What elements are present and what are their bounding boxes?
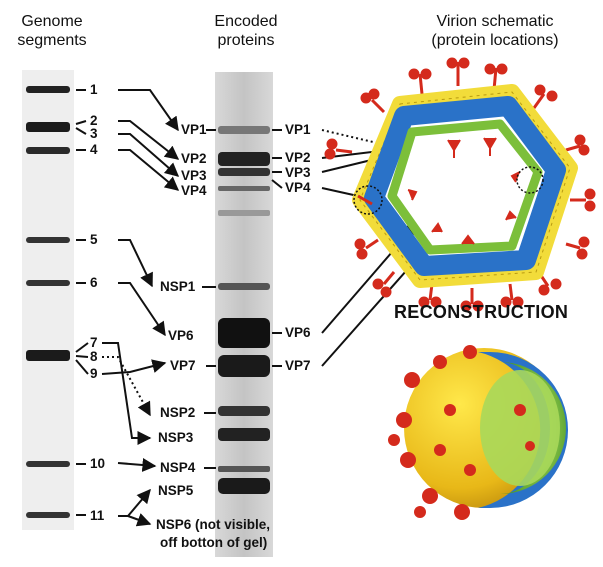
protein-label-right-vp2: VP2: [285, 150, 311, 165]
genome-gel-lane: [22, 70, 74, 530]
connector-11-nsp6: [127, 513, 152, 527]
protein-band: [218, 318, 270, 348]
connector-2-vp2: [118, 120, 180, 160]
encoded-header-line-1: Encoded: [214, 13, 278, 30]
genome-band: [26, 350, 70, 361]
segment-tick: [75, 359, 89, 375]
protein-label-vp1: VP1: [181, 122, 207, 137]
connector-5-nsp1: [118, 239, 153, 288]
protein-label-nsp3: NSP3: [158, 430, 194, 445]
protein-label-nsp6: NSP6 (not visible,: [156, 517, 271, 532]
connector-10-nsp4: [117, 458, 157, 472]
protein-label-nsp6-note: off botton of gel): [160, 535, 268, 550]
segment-ticks: [75, 89, 89, 516]
segment-label-1: 1: [90, 82, 98, 97]
protein-label-nsp4: NSP4: [160, 460, 196, 475]
segment-label-3: 3: [90, 126, 98, 141]
connector-8-nsp2: [102, 356, 151, 417]
genome-band: [26, 461, 70, 467]
protein-label-right-vp1: VP1: [285, 122, 311, 137]
protein-label-nsp1: NSP1: [160, 279, 196, 294]
protein-band: [218, 283, 270, 290]
protein-ticks: [202, 129, 283, 469]
genome-band: [26, 122, 70, 132]
segment-tick: [75, 355, 89, 358]
protein-band: [218, 428, 270, 441]
vp4-spikes: [324, 57, 596, 312]
genome-band: [26, 237, 70, 243]
reconstruction-label: RECONSTRUCTION: [394, 302, 569, 322]
segment-label-9: 9: [90, 366, 98, 381]
protein-band: [218, 406, 270, 416]
protein-label-right-vp4: VP4: [285, 180, 311, 195]
recon-green-core-inner: [480, 370, 560, 486]
genome-header-line-2: segments: [17, 32, 87, 49]
virion-header-line-2: (protein locations): [431, 32, 559, 49]
connector-9-vp7: [101, 359, 167, 375]
connector-3-vp3: [118, 133, 180, 177]
segment-label-6: 6: [90, 275, 98, 290]
virion-header-line-1: Virion schematic: [436, 13, 554, 30]
vp1-highlight-circle: [516, 166, 544, 194]
vp4-spike-sample: [357, 194, 373, 206]
protein-label-nsp2: NSP2: [160, 405, 196, 420]
segment-label-7: 7: [90, 335, 98, 350]
protein-label-vp2: VP2: [181, 151, 207, 166]
genome-band: [26, 280, 70, 286]
protein-gel-lane: [215, 72, 273, 557]
protein-label-vp3: VP3: [181, 168, 207, 183]
connector-11-nsp5: [118, 488, 151, 517]
protein-tick: [271, 179, 283, 189]
protein-label-vp4: VP4: [181, 183, 207, 198]
middle-capsid-vp6: [364, 96, 566, 276]
protein-label-nsp5: NSP5: [158, 483, 194, 498]
vp4-to-virion: [321, 187, 359, 197]
genome-header-line-1: Genome: [21, 13, 83, 30]
vp1-vp3-markers: [407, 137, 521, 245]
segment-label-11: 11: [90, 508, 105, 523]
outer-capsid-outline: [359, 91, 571, 281]
encoded-header-line-2: proteins: [217, 32, 275, 49]
segment-label-8: 8: [90, 349, 98, 364]
segment-tick: [75, 127, 87, 135]
protein-label-vp7: VP7: [170, 358, 196, 373]
protein-band: [218, 210, 270, 216]
protein-label-right-vp6: VP6: [285, 325, 311, 340]
reconstruction-image: [388, 345, 568, 520]
genome-band: [26, 147, 70, 154]
virion-schematic: [324, 57, 596, 312]
vp4-highlight-circle: [353, 185, 383, 215]
protein-label-right-vp7: VP7: [285, 358, 311, 373]
genome-lane-background: [22, 70, 74, 530]
segment-label-4: 4: [90, 142, 98, 157]
segment-label-2: 2: [90, 113, 98, 128]
virion-schematic-header: Virion schematic (protein locations): [395, 12, 595, 50]
protein-band: [218, 168, 270, 176]
connector-4-vp4: [118, 149, 180, 191]
protein-band: [218, 355, 270, 377]
genome-segments-header: Genome segments: [2, 12, 102, 50]
connector-7-nsp3: [102, 342, 152, 445]
protein-label-vp6: VP6: [168, 328, 194, 343]
recon-spikes: [388, 345, 535, 520]
encoded-proteins-header: Encoded proteins: [196, 12, 296, 50]
segment-tick: [75, 342, 89, 353]
protein-band: [218, 126, 270, 134]
connector-6-vp6: [118, 282, 166, 337]
protein-label-right-vp3: VP3: [285, 165, 311, 180]
connector-1-vp1: [118, 89, 179, 132]
inner-core-vp2: [387, 119, 543, 255]
segment-tick: [75, 120, 87, 125]
protein-band: [218, 466, 270, 472]
protein-band: [218, 186, 270, 191]
segment-label-10: 10: [90, 456, 106, 471]
protein-band: [218, 152, 270, 166]
genome-band: [26, 512, 70, 518]
protein-band: [218, 478, 270, 494]
gene-protein-connectors: [101, 89, 180, 527]
genome-band: [26, 86, 70, 93]
segment-label-5: 5: [90, 232, 98, 247]
